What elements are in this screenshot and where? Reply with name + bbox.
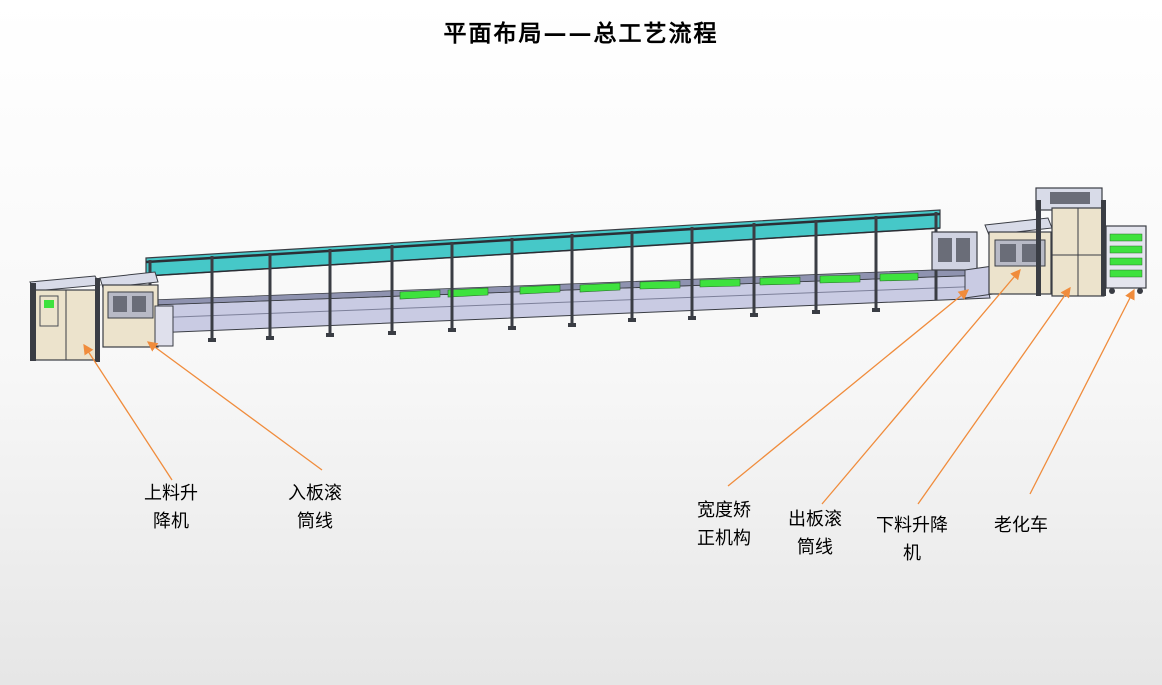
leader-outfeed-roller [821,269,1021,505]
page-title: 平面布局——总工艺流程 [443,20,719,47]
leader-aging-cart [1029,288,1135,495]
infeed-roller-machine [99,271,174,348]
main-conveyor [145,209,991,342]
label-loading-elevator: 上料升 降机 [144,483,198,532]
label-outfeed-roller: 出板滚 筒线 [788,509,842,558]
leader-loading-elevator [83,343,173,481]
label-unloading-elevator: 下料升降 机 [876,515,948,564]
leader-width-correction [727,289,970,487]
outfeed-roller-machine [984,217,1053,295]
frame-posts [148,212,938,340]
leader-infeed-roller [146,341,323,471]
unloading-elevator-machine [1035,187,1106,297]
aging-cart-machine [1105,225,1147,294]
frame-feet [208,308,880,342]
leader-lines [83,269,1135,505]
leader-unloading-elevator [917,286,1071,505]
pcb-trays [399,272,919,300]
label-width-correction: 宽度矫 正机构 [697,500,751,549]
loading-elevator-machine [29,275,101,362]
label-infeed-roller: 入板滚 筒线 [288,483,342,532]
label-aging-cart: 老化车 [994,515,1048,536]
overhead-rail [145,209,941,277]
